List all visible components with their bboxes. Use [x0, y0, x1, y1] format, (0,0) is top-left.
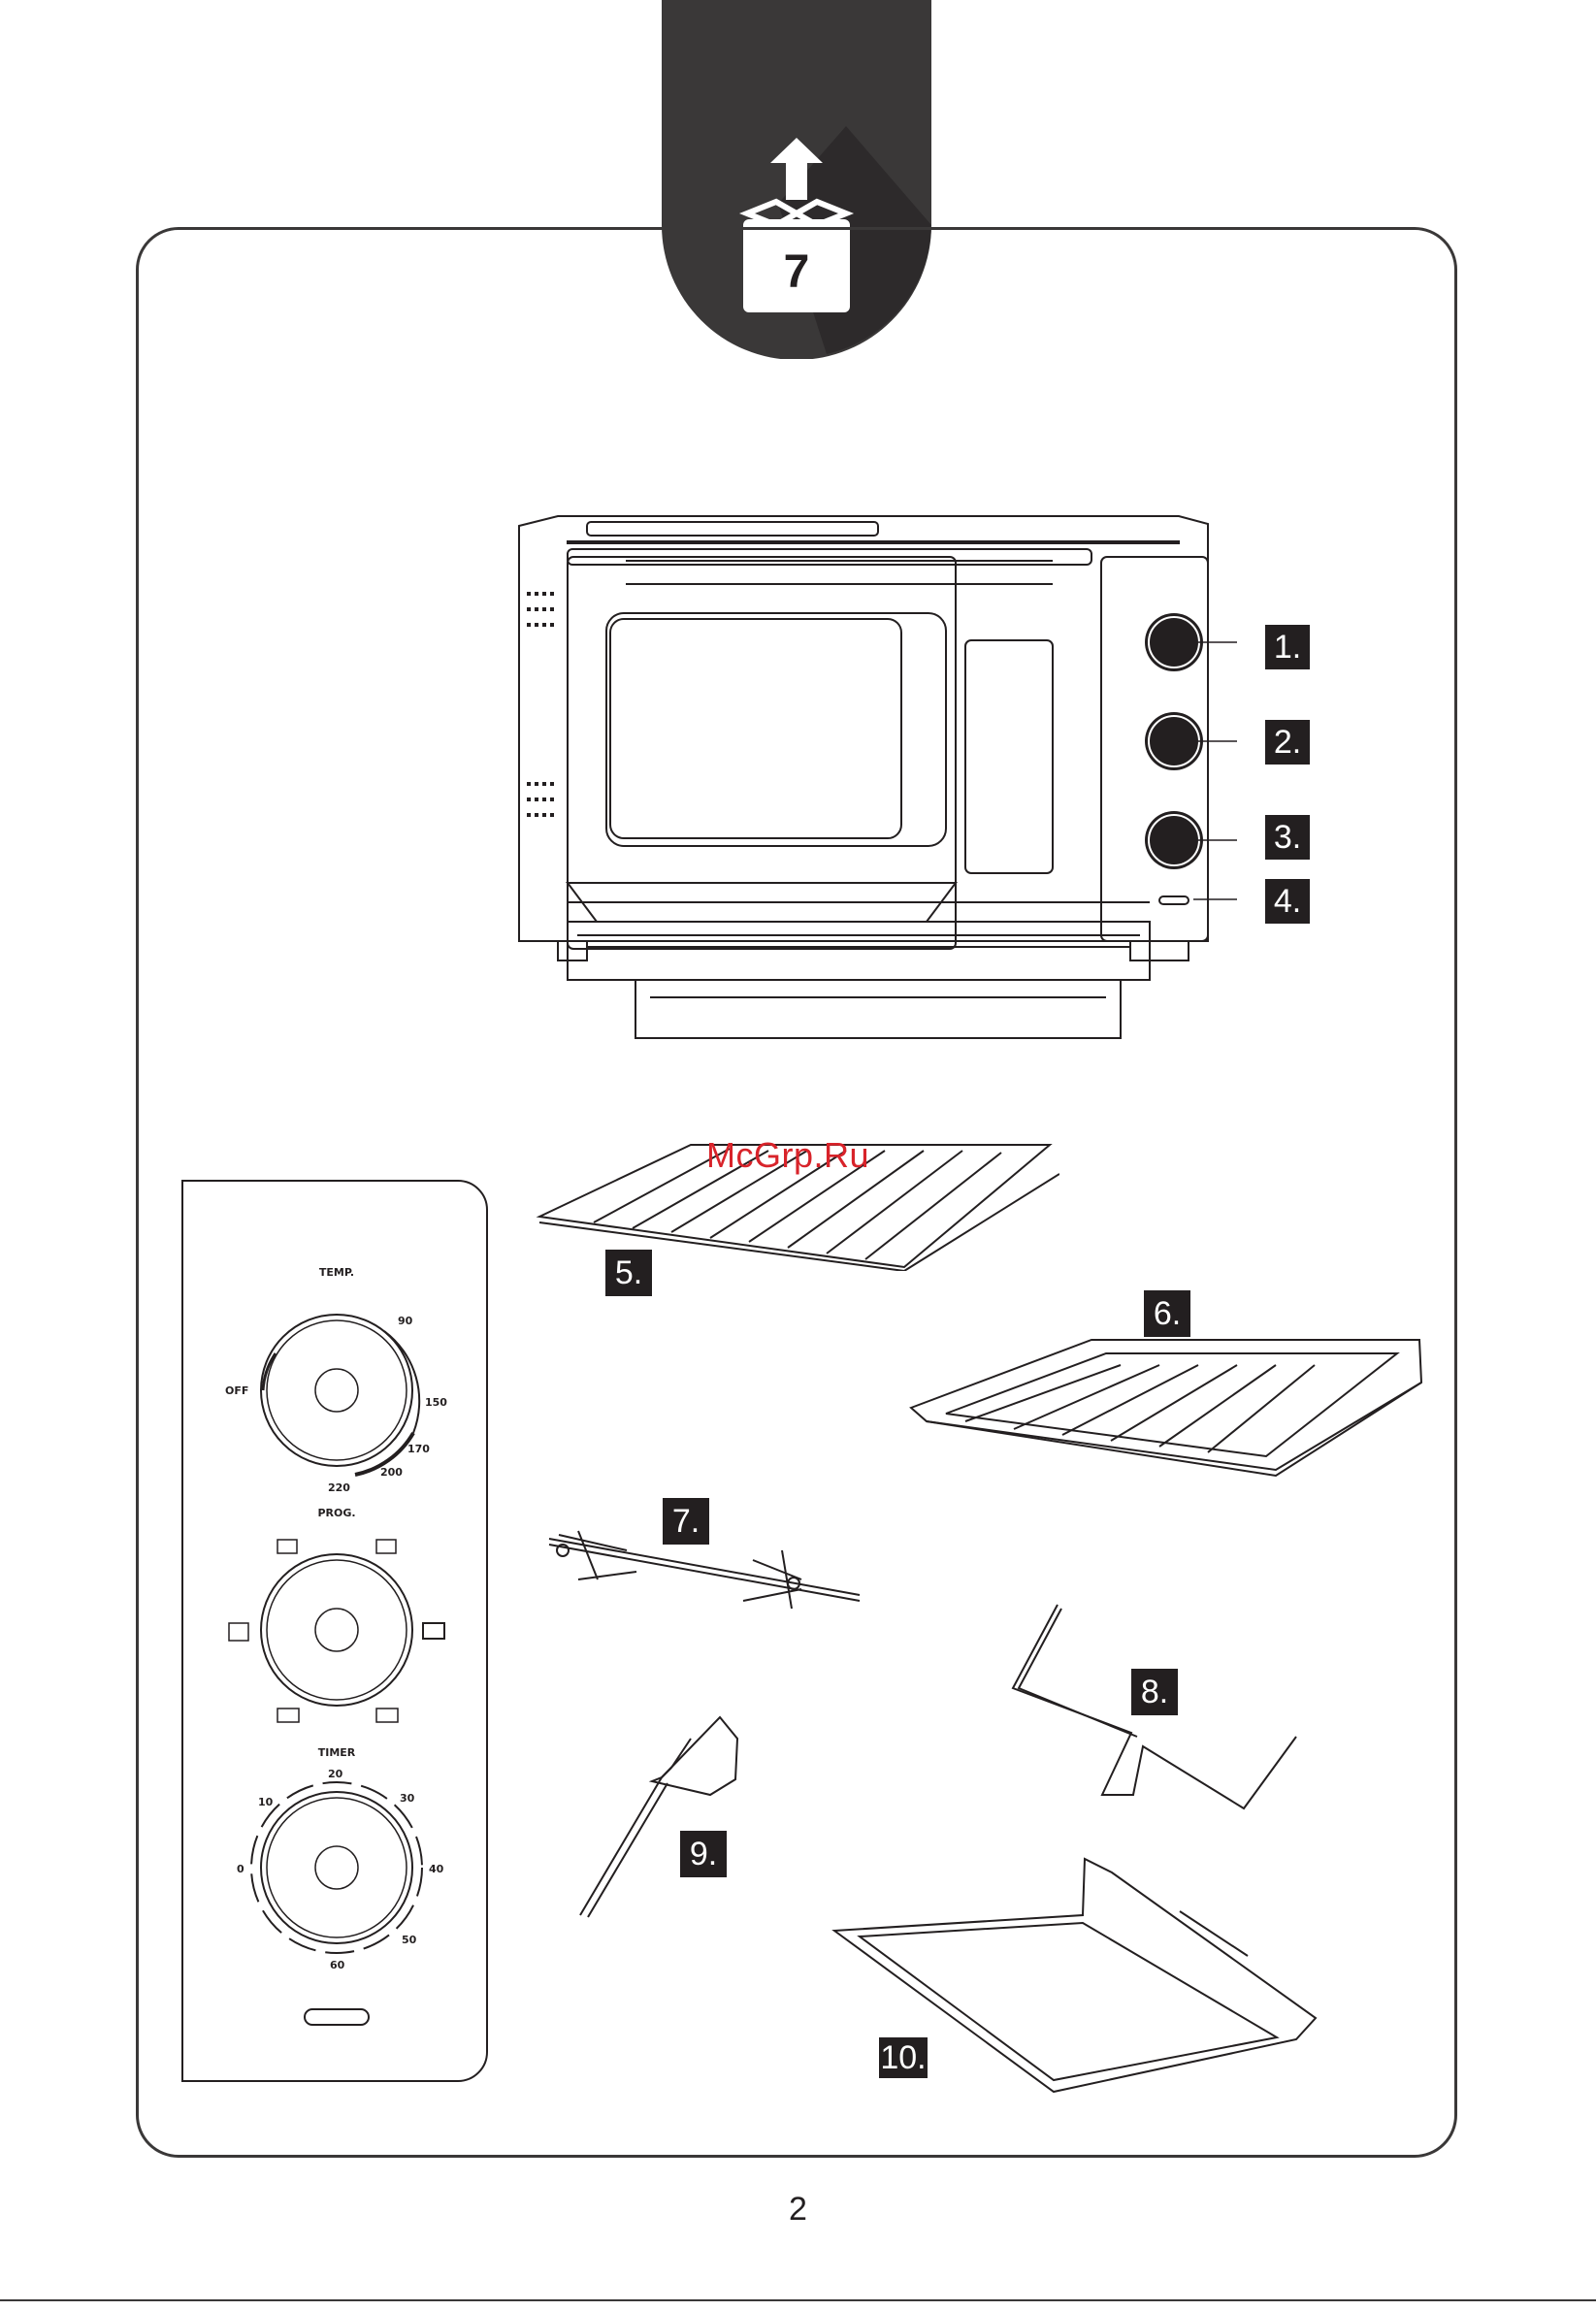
watermark: McGrp.Ru: [706, 1135, 869, 1176]
fan-rotisserie-mode-icon: [277, 1709, 299, 1722]
svg-text:220: 220: [328, 1481, 350, 1494]
svg-text:90: 90: [398, 1315, 413, 1327]
callout-label: 10.: [879, 2037, 928, 2078]
svg-text:200: 200: [380, 1466, 403, 1479]
svg-text:170: 170: [407, 1443, 430, 1455]
svg-text:PROG.: PROG.: [317, 1507, 355, 1519]
baking-tray: [907, 1334, 1431, 1480]
page-bottom-rule: [0, 2299, 1596, 2301]
page-number: 2: [0, 2191, 1596, 2229]
svg-text:TEMP.: TEMP.: [319, 1266, 354, 1279]
off-mode-icon: [229, 1623, 248, 1641]
fan-top-mode-icon: [376, 1540, 396, 1553]
callout-label: 3.: [1265, 815, 1310, 860]
svg-text:0: 0: [237, 1863, 244, 1875]
temp-dial: TEMP. OFF 90 150 170 200 220: [225, 1266, 447, 1494]
svg-text:TIMER: TIMER: [318, 1746, 356, 1759]
svg-text:10: 10: [258, 1796, 274, 1808]
callout-label: 2.: [1265, 720, 1310, 765]
oven-illustration: [509, 514, 1237, 1048]
fan-mode-icon: [277, 1540, 297, 1553]
svg-text:60: 60: [330, 1959, 345, 1971]
program-dial: PROG.: [229, 1507, 444, 1722]
indicator-light: [305, 2009, 369, 2025]
svg-text:40: 40: [429, 1863, 444, 1875]
timer-dial: TIMER 0 10 20 30 40 50 60: [237, 1746, 444, 1971]
callout-label: 1.: [1265, 625, 1310, 669]
callout-label: 7.: [663, 1498, 709, 1545]
callout-label: 4.: [1265, 879, 1310, 924]
svg-text:50: 50: [402, 1934, 417, 1946]
svg-text:30: 30: [400, 1792, 415, 1805]
svg-text:150: 150: [425, 1396, 447, 1409]
rotisserie-mode-icon: [376, 1709, 398, 1722]
control-panel: TEMP. OFF 90 150 170 200 220 PROG. TIMER…: [180, 1179, 489, 2083]
tray-handle: [574, 1709, 749, 1923]
top-bottom-mode-icon: [423, 1623, 444, 1639]
callout-label: 6.: [1144, 1290, 1190, 1337]
callout-label: 8.: [1131, 1669, 1178, 1715]
svg-text:20: 20: [328, 1768, 343, 1780]
callout-label: 9.: [680, 1831, 727, 1877]
callout-label: 5.: [605, 1250, 652, 1296]
svg-text:OFF: OFF: [225, 1384, 248, 1397]
